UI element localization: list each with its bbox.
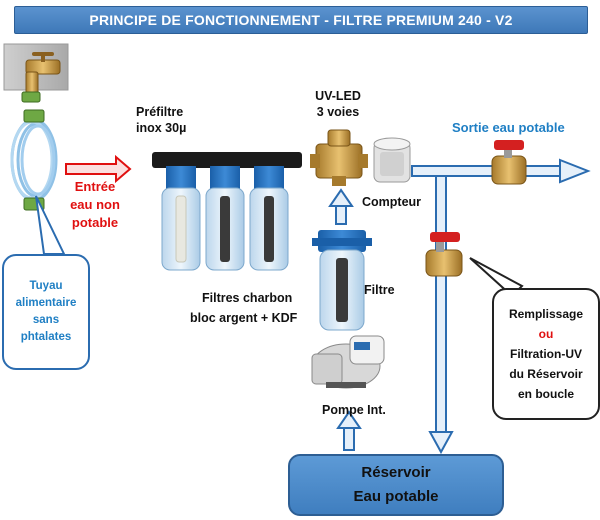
single-filter-icon [312,230,372,331]
pompe-label: Pompe Int. [322,403,386,417]
pump-icon [311,335,385,389]
flow-arrow-filter-to-uv [328,188,354,225]
flow-arrow-tank-to-pump [336,410,362,451]
filtre-label: Filtre [364,283,395,297]
tuyau-callout: Tuyau alimentaire sans phtalates [2,254,90,370]
reservoir-tank: Réservoir Eau potable [288,454,504,516]
hose-coil-icon [10,109,58,211]
output-pipe [411,158,591,455]
prefiltre-label: Préfiltre inox 30µ [136,105,187,135]
output-ball-valve-icon [491,140,527,185]
diagram-title: PRINCIPE DE FONCTIONNEMENT - FILTRE PREM… [14,6,588,34]
uv-led-valve-icon [310,129,368,186]
input-arrow [65,154,132,184]
uv-led-label: UV-LED 3 voies [315,89,361,119]
compteur-label: Compteur [362,195,422,209]
sortie-label: Sortie eau potable [452,120,565,135]
wall-tap-icon [3,43,69,103]
water-meter-icon [373,137,411,183]
entree-label: Entrée eau non potable [70,179,120,230]
filtres-charbon-label: Filtres charbon bloc argent + KDF [190,291,298,325]
branch-ball-valve-icon [425,232,463,277]
remplissage-callout: Remplissage ou Filtration-UV du Réservoi… [492,288,600,420]
triple-filter-unit-icon [152,152,302,271]
